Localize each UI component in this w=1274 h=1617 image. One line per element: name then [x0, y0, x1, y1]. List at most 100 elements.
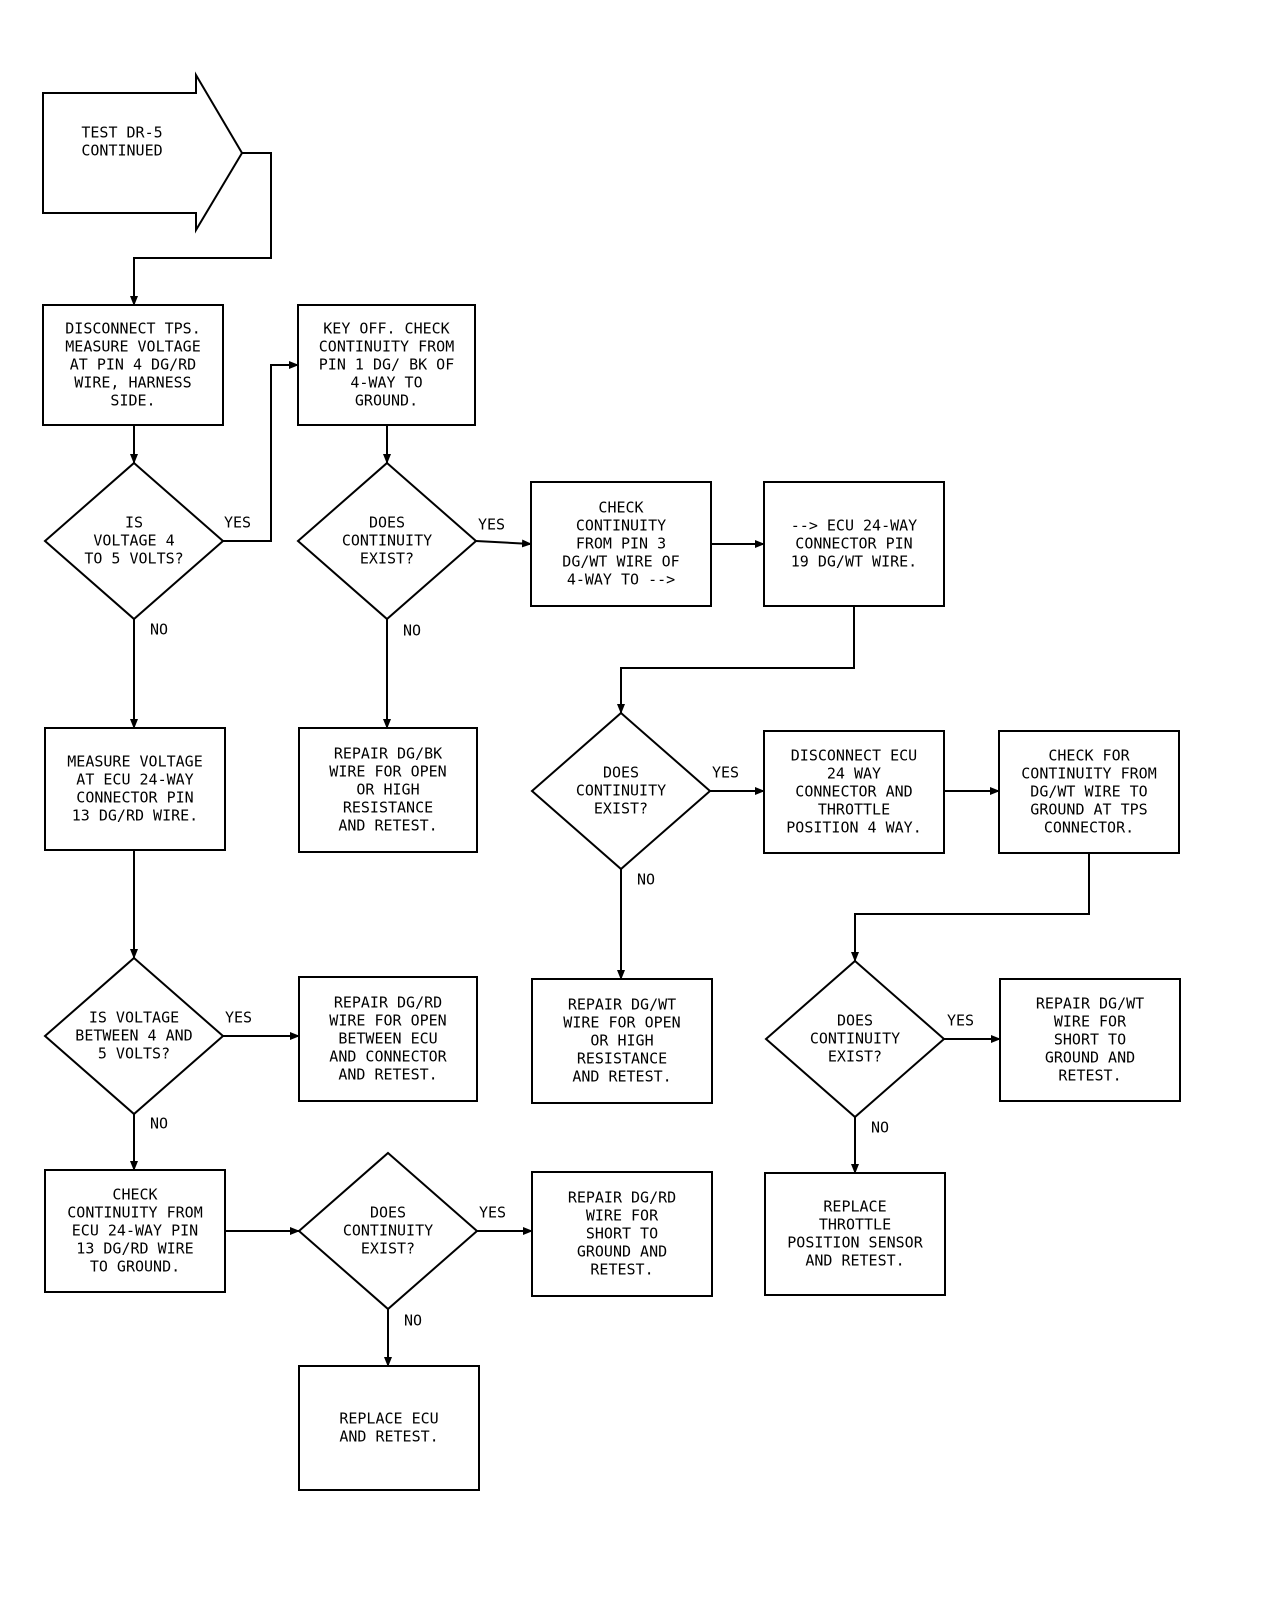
connector-lines	[130, 152, 1090, 1367]
decision-continuity_short_tps-line: EXIST?	[828, 1048, 882, 1066]
step-box	[531, 1171, 713, 1297]
step-measure_ecu_pin13-line: 13 DG/RD WIRE.	[72, 807, 198, 825]
step-check_pin3-line: CONTINUITY	[576, 517, 666, 535]
decision-continuity_short_tps-line: CONTINUITY	[810, 1030, 900, 1048]
decision-continuity_short_ecu-line: DOES	[370, 1204, 406, 1222]
decision-continuity_pin3-line: CONTINUITY	[576, 782, 666, 800]
step-check_ecu_pin13_ground-line: CONTINUITY FROM	[67, 1204, 202, 1222]
start-line: CONTINUED	[81, 142, 162, 160]
decision-continuity_pin1-line: EXIST?	[360, 550, 414, 568]
step-repair_dgrd_short-line: RETEST.	[590, 1261, 653, 1279]
step-disconnect_tps-line: AT PIN 4 DG/RD	[70, 356, 196, 374]
step-repair_dgbk_open-line: OR HIGH	[356, 781, 419, 799]
branch-label-no: NO	[150, 1115, 168, 1133]
branch-label-no: NO	[404, 1312, 422, 1330]
step-repair_dgbk_open-line: WIRE FOR OPEN	[329, 763, 446, 781]
start-arrow-shape	[42, 71, 244, 234]
decision-continuity_pin1-line: DOES	[369, 514, 405, 532]
step-repair_dgrd_open-line: REPAIR DG/RD	[334, 994, 442, 1012]
step-ecu_pin19-line: 19 DG/WT WIRE.	[791, 553, 917, 571]
step-disconnect_ecu-line: THROTTLE	[818, 801, 890, 819]
step-check_pin3-line: 4-WAY TO -->	[567, 571, 675, 589]
step-replace_ecu-line: AND RETEST.	[339, 1428, 438, 1446]
step-repair_dgrd_open-line: BETWEEN ECU	[338, 1030, 437, 1048]
step-key_off_check-line: CONTINUITY FROM	[319, 338, 454, 356]
step-repair_dgwt_open-line: RESISTANCE	[577, 1050, 667, 1068]
branch-label-yes: YES	[479, 1204, 506, 1222]
step-check_ecu_pin13_ground-line: 13 DG/RD WIRE	[76, 1240, 193, 1258]
decision-voltage_between-line: IS VOLTAGE	[89, 1009, 179, 1027]
step-repair_dgrd_open-line: AND CONNECTOR	[329, 1048, 447, 1066]
step-box	[998, 730, 1180, 854]
decision-diamond	[764, 959, 946, 1119]
step-repair_dgrd_open-line: WIRE FOR OPEN	[329, 1012, 446, 1030]
step-disconnect_tps-line: MEASURE VOLTAGE	[65, 338, 200, 356]
step-check_short_tps-line: CONNECTOR.	[1044, 819, 1134, 837]
decision-voltage_between-line: 5 VOLTS?	[98, 1045, 170, 1063]
decision-diamond	[297, 1151, 479, 1311]
step-replace_tps-line: REPLACE	[823, 1198, 886, 1216]
step-repair_dgwt_short-line: SHORT TO	[1054, 1031, 1126, 1049]
step-replace_tps-line: POSITION SENSOR	[787, 1234, 923, 1252]
branch-label-no: NO	[150, 621, 168, 639]
branch-label-yes: YES	[224, 514, 251, 532]
decision-continuity_short_ecu-line: EXIST?	[361, 1240, 415, 1258]
step-box	[44, 727, 226, 851]
branch-label-yes: YES	[225, 1009, 252, 1027]
step-box	[763, 730, 945, 854]
step-disconnect_ecu-line: 24 WAY	[827, 765, 881, 783]
step-disconnect_tps-line: SIDE.	[110, 392, 155, 410]
step-measure_ecu_pin13-line: CONNECTOR PIN	[76, 789, 193, 807]
branch-label-no: NO	[871, 1119, 889, 1137]
branch-label-no: NO	[403, 622, 421, 640]
step-check_pin3-line: DG/WT WIRE OF	[562, 553, 679, 571]
step-repair_dgwt_short-line: GROUND AND	[1045, 1049, 1135, 1067]
step-repair_dgrd_open-line: AND RETEST.	[338, 1066, 437, 1084]
connector-line	[475, 539, 532, 548]
step-box	[763, 481, 945, 607]
decision-voltage_4_5-line: TO 5 VOLTS?	[84, 550, 183, 568]
decision-diamond	[43, 956, 225, 1116]
decision-continuity_pin3-line: EXIST?	[594, 800, 648, 818]
step-repair_dgbk_open-line: AND RETEST.	[338, 817, 437, 835]
decision-continuity_pin3-line: DOES	[603, 764, 639, 782]
step-repair_dgwt_open-line: WIRE FOR OPEN	[563, 1014, 680, 1032]
step-box	[298, 727, 478, 853]
step-check_short_tps-line: CONTINUITY FROM	[1021, 765, 1156, 783]
step-repair_dgwt_open-line: AND RETEST.	[572, 1068, 671, 1086]
step-replace_tps-line: THROTTLE	[819, 1216, 891, 1234]
step-repair_dgrd_short-line: SHORT TO	[586, 1225, 658, 1243]
step-repair_dgwt_short-line: REPAIR DG/WT	[1036, 995, 1144, 1013]
step-disconnect_ecu-line: POSITION 4 WAY.	[786, 819, 921, 837]
decision-continuity_short_tps-line: DOES	[837, 1012, 873, 1030]
step-key_off_check-line: 4-WAY TO	[350, 374, 422, 392]
connector-line	[130, 152, 272, 306]
step-box	[42, 304, 224, 426]
step-disconnect_ecu-line: DISCONNECT ECU	[791, 747, 917, 765]
step-check_short_tps-line: GROUND AT TPS	[1030, 801, 1147, 819]
branch-label-yes: YES	[712, 764, 739, 782]
decision-diamond	[530, 711, 712, 871]
step-box	[764, 1172, 946, 1296]
step-check_ecu_pin13_ground-line: ECU 24-WAY PIN	[72, 1222, 198, 1240]
step-repair_dgwt_open-line: OR HIGH	[590, 1032, 653, 1050]
step-replace_tps-line: AND RETEST.	[805, 1252, 904, 1270]
connector-line	[851, 853, 1090, 962]
